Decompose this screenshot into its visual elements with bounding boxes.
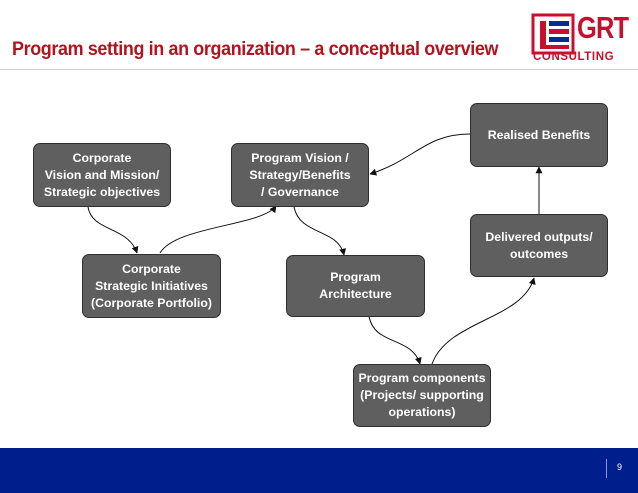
node-program-components: Program components (Projects/ supporting… [353, 364, 491, 427]
footer-bar [0, 448, 638, 493]
arrow-benefits-to-program-vision [369, 133, 471, 176]
logo-subtitle: CONSULTING [533, 51, 615, 63]
node-program-vision: Program Vision / Strategy/Benefits / Gov… [231, 143, 369, 207]
page-title: Program setting in an organization – a c… [12, 38, 499, 60]
title-divider [0, 69, 638, 70]
arrow-initiatives-to-program-vision [159, 205, 277, 254]
arrow-program-vision-to-architecture [293, 206, 347, 256]
node-delivered-outputs: Delivered outputs/ outcomes [470, 214, 608, 277]
footer-divider [606, 459, 607, 478]
node-program-architecture: Program Architecture [286, 255, 425, 317]
node-strategic-initiatives: Corporate Strategic Initiatives (Corpora… [82, 254, 221, 318]
arrow-vision-to-initiatives [87, 206, 139, 254]
node-realised-benefits: Realised Benefits [470, 103, 608, 167]
arrow-components-to-outputs [431, 277, 536, 365]
node-corporate-vision: Corporate Vision and Mission/ Strategic … [33, 143, 171, 207]
arrow-architecture-to-components [368, 315, 422, 365]
logo-wordmark: GRT [577, 10, 629, 45]
page-number: 9 [617, 462, 623, 472]
grt-logo-icon [531, 13, 575, 55]
